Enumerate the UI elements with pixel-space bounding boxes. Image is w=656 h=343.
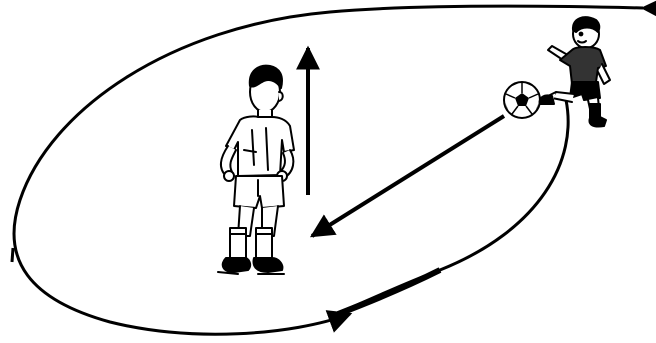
return-path-thick-segment bbox=[338, 270, 440, 314]
kicking-player bbox=[540, 17, 610, 126]
pass-arrow bbox=[312, 116, 504, 236]
loop-path-arrow bbox=[14, 6, 643, 334]
standing-player bbox=[218, 66, 294, 274]
soccer-ball bbox=[504, 82, 540, 118]
return-path-arrow bbox=[340, 100, 568, 312]
loop-kink bbox=[12, 248, 13, 262]
